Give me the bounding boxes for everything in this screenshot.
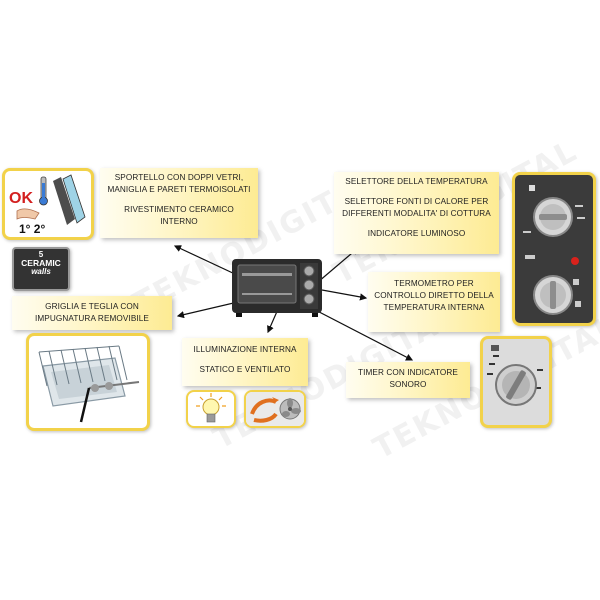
ceramic-walls-badge: 5 CERAMIC walls	[12, 247, 70, 291]
ceramic-number: 5	[38, 250, 44, 259]
timer-knob-panel	[480, 336, 552, 428]
callout-temperature-line-2: SELETTORE FONTI DI CALORE PER DIFFERENTI…	[342, 196, 491, 218]
callout-door-line-1: SPORTELLO CON DOPPI VETRI, MANIGLIA E PA…	[107, 173, 251, 194]
ceramic-word: CERAMIC	[21, 258, 61, 269]
callout-light-line-2: STATICO E VENTILATO	[199, 364, 291, 374]
temperature-knob-icon	[523, 185, 585, 315]
callout-timer-line-1: TIMER CON INDICATORE SONORO	[358, 368, 458, 389]
callout-temperature-line-3: INDICATORE LUMINOSO	[367, 228, 466, 238]
light-bulb-panel	[186, 390, 236, 428]
callout-temperature: SELETTORE DELLA TEMPERATURA SELETTORE FO…	[334, 172, 499, 254]
callout-thermometer: TERMOMETRO PER CONTROLLO DIRETTO DELLA T…	[368, 272, 500, 332]
grill-tray-icon	[38, 345, 140, 423]
callout-light-line-1: ILLUMINAZIONE INTERNA	[193, 345, 297, 354]
callout-grill: GRIGLIA E TEGLIA CON IMPUGNATURA REMOVIB…	[12, 296, 172, 330]
callout-door-line-2: RIVESTIMENTO CERAMICO INTERNO	[124, 204, 234, 226]
grill-tray-panel	[26, 333, 150, 431]
ok-label: OK	[9, 190, 33, 207]
steps-label: 1° 2°	[19, 222, 45, 236]
callout-light: ILLUMINAZIONE INTERNA STATICO E VENTILAT…	[182, 338, 308, 386]
callout-door: SPORTELLO CON DOPPI VETRI, MANIGLIA E PA…	[100, 168, 258, 238]
callout-timer: TIMER CON INDICATORE SONORO	[346, 362, 470, 398]
timer-knob-icon	[487, 345, 543, 406]
fan-panel	[244, 390, 306, 428]
callout-temperature-line-1: SELETTORE DELLA TEMPERATURA	[345, 177, 488, 186]
ceramic-walls-word: walls	[31, 267, 51, 277]
door-insulation-icon: OK 1° 2°	[9, 174, 86, 236]
light-bulb-icon	[196, 393, 226, 423]
callout-grill-line-1: GRIGLIA E TEGLIA CON IMPUGNATURA REMOVIB…	[35, 302, 149, 323]
control-panel-frame	[512, 172, 596, 326]
oven-icon	[232, 259, 322, 317]
callout-thermometer-line-1: TERMOMETRO PER CONTROLLO DIRETTO DELLA T…	[374, 279, 494, 312]
oven-product	[230, 255, 324, 319]
door-insulation-panel: OK 1° 2°	[2, 168, 94, 240]
fan-ventilation-icon	[246, 392, 304, 426]
